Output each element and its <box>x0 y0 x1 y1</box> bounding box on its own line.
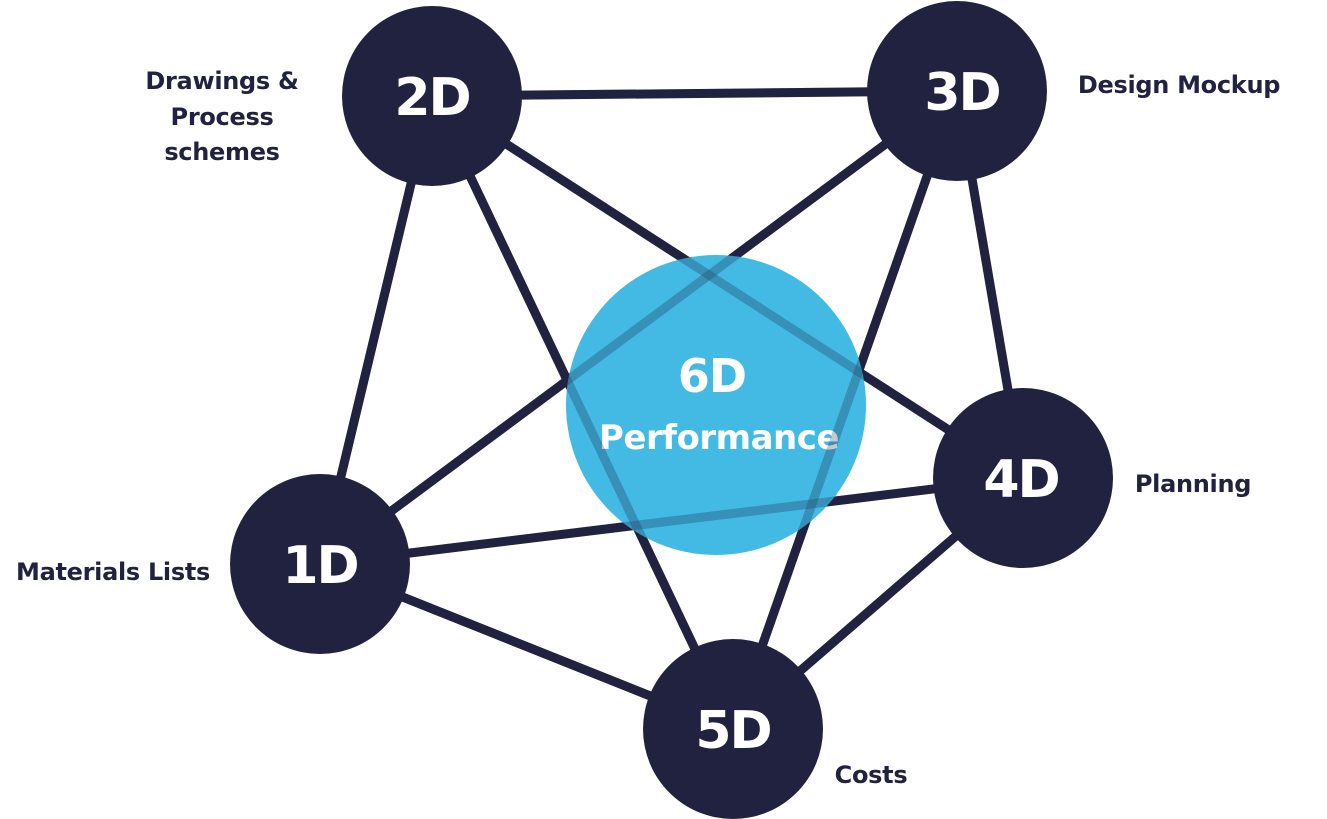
caption-2d-line-3: schemes <box>164 138 279 166</box>
edge-2d-4d <box>429 92 1026 482</box>
node-label-3d: 3D <box>924 63 999 123</box>
node-label-2d: 2D <box>394 68 469 128</box>
center-circle <box>566 255 866 555</box>
caption-5d-line-1: Costs <box>835 761 908 789</box>
edge-3d-1d <box>317 87 960 568</box>
center-subtitle: Performance <box>599 418 839 458</box>
edge-3d-5d <box>728 89 962 731</box>
edge-1d-4d <box>319 473 1024 569</box>
caption-3d: Design Mockup <box>1078 71 1281 99</box>
caption-2d-line-1: Drawings & <box>145 67 298 95</box>
node-3d: 3D <box>867 1 1047 181</box>
node-circle-5d <box>643 639 823 819</box>
node-circle-4d <box>933 388 1113 568</box>
node-circle-3d <box>867 1 1047 181</box>
caption-1d-line-1: Materials Lists <box>16 558 210 586</box>
caption-3d-line-1: Design Mockup <box>1078 71 1280 99</box>
center-title: 6D <box>678 349 746 403</box>
node-label-1d: 1D <box>282 536 357 596</box>
node-label-5d: 5D <box>695 701 770 761</box>
edge-2d-5d <box>427 94 738 731</box>
center-node-6d: 6D Performance <box>566 255 866 555</box>
caption-4d-line-1: Planning <box>1135 470 1251 498</box>
node-label-4d: 4D <box>983 450 1058 510</box>
caption-1d: Materials Lists <box>16 558 210 586</box>
node-1d: 1D <box>230 474 410 654</box>
caption-2d-line-2: Process <box>171 103 274 131</box>
node-5d: 5D <box>643 639 823 819</box>
caption-4d: Planning <box>1135 470 1252 498</box>
caption-2d: Drawings & Process schemes <box>145 67 299 166</box>
node-circle-2d <box>342 6 522 186</box>
caption-5d: Costs <box>835 761 908 789</box>
node-4d: 4D <box>933 388 1113 568</box>
node-2d: 2D <box>342 6 522 186</box>
node-circle-1d <box>230 474 410 654</box>
